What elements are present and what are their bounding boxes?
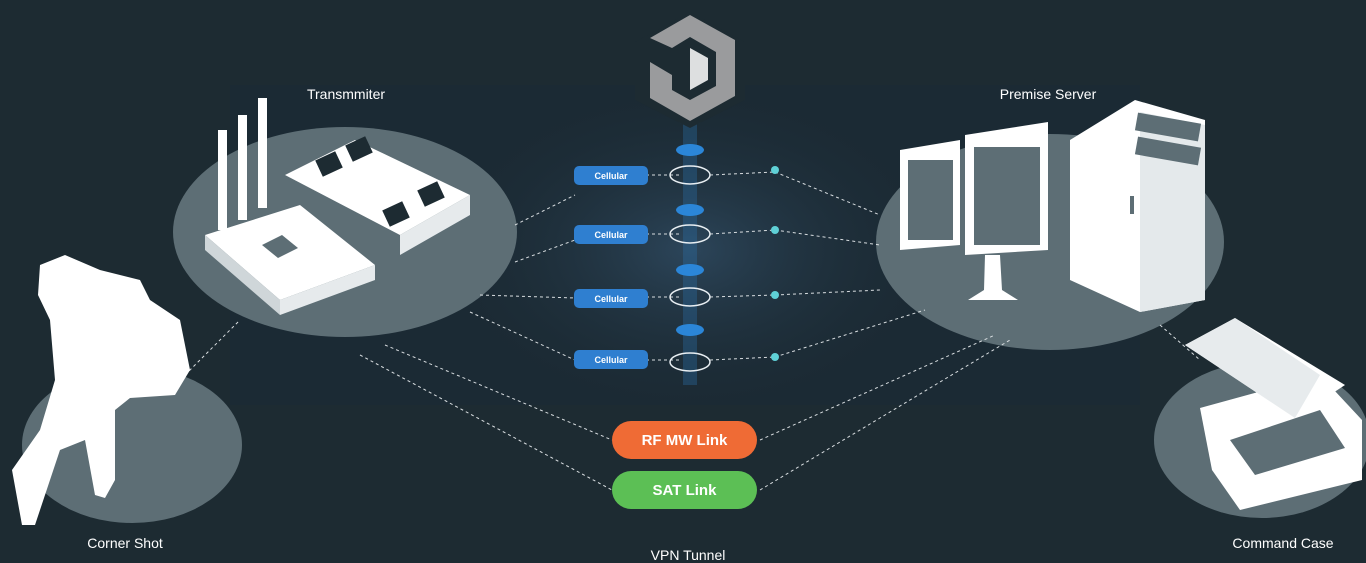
sat-link: SAT Link [612,471,757,509]
relay-dots [771,166,779,361]
premise-server-label: Premise Server [999,86,1097,102]
cellular-link-3: Cellular [574,289,648,308]
router-icon [205,98,470,315]
server-icon [900,100,1205,312]
cellular-link-2: Cellular [574,225,648,244]
network-glow [430,80,950,420]
rifle-icon [12,255,190,525]
logo-icon [635,12,745,128]
case-icon [1185,318,1362,510]
corner-shot-label: Corner Shot [87,535,163,551]
transmitter-label: Transmmiter [306,86,386,102]
cellular-link-4: Cellular [574,350,648,369]
vpn-tunnel-label: VPN Tunnel [650,547,726,563]
rf-mw-link: RF MW Link [612,421,757,459]
signal-pillar [669,105,711,385]
command-case-label: Command Case [1232,535,1334,551]
cellular-link-1: Cellular [574,166,648,185]
